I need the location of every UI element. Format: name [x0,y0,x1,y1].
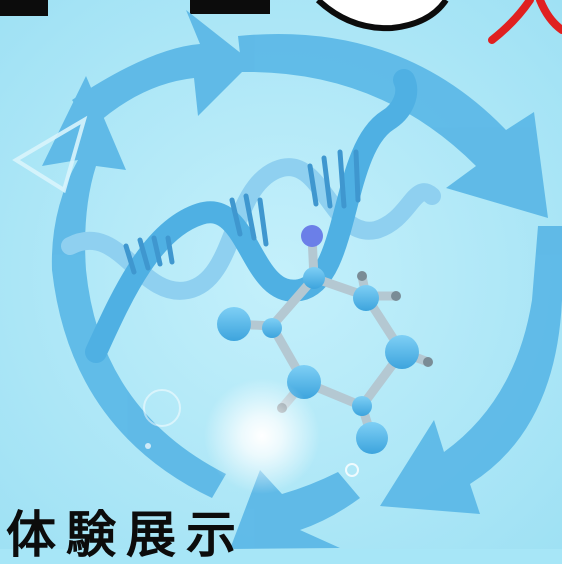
atom-7 [217,307,251,341]
atom-6 [262,318,282,338]
atom-8 [356,422,388,454]
top-left-bar [0,0,48,16]
top-right-red-stroke [488,0,562,44]
molecule-icon [217,225,433,454]
top-decor [0,0,562,44]
lens-flare-icon [143,378,359,494]
atom-h2 [423,357,433,367]
top-badge-circle [315,0,449,32]
atom-2 [353,285,379,311]
atom-h1 [391,291,401,301]
atom-accent [301,225,323,247]
flare-dot-2 [145,443,151,449]
flare-glow [204,378,320,494]
atom-3 [385,335,419,369]
arrow-segment-topright [238,33,548,218]
flare-dot [345,463,359,477]
flare-ring-small [143,389,181,427]
atom-h4 [357,271,367,281]
dna-rungs [123,149,361,275]
arrow-segment-top [72,10,252,128]
dna-helix-icon [61,69,441,363]
arrow-segment-right [380,226,562,514]
inner-arrow-outline [12,115,88,194]
illustration-canvas [0,0,562,549]
atom-4 [352,396,372,416]
top-center-bar [190,0,270,14]
atom-1 [303,267,325,289]
arrow-segment-left [42,76,226,498]
caption-text: 体験展示 [6,506,246,564]
